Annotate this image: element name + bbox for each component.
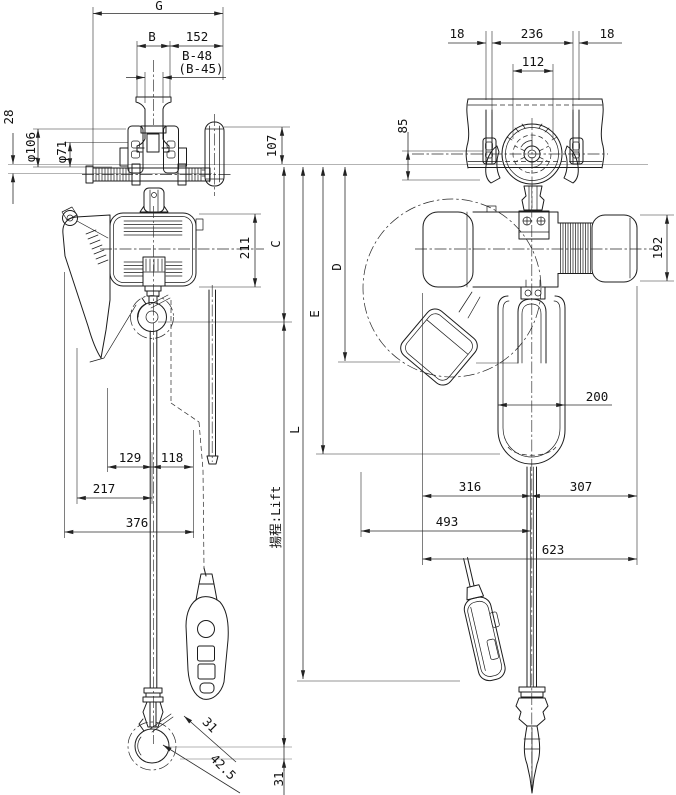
pendant-control-front bbox=[185, 567, 229, 700]
motor-end-cap bbox=[591, 214, 638, 283]
dim-42-5: 42.5 bbox=[207, 751, 239, 783]
dim-28: 28 bbox=[1, 109, 16, 124]
dim-l: L bbox=[287, 426, 302, 434]
load-chain-front bbox=[149, 285, 219, 744]
reference-lines bbox=[8, 164, 648, 760]
dim-112: 112 bbox=[522, 54, 545, 69]
dim-307: 307 bbox=[570, 479, 593, 494]
ibeam-rail-section bbox=[135, 60, 172, 153]
dim-316: 316 bbox=[459, 479, 482, 494]
dim-118: 118 bbox=[161, 450, 184, 465]
load-chain-side bbox=[526, 466, 537, 688]
dim-18-right: 18 bbox=[599, 26, 614, 41]
dim-phi71: φ71 bbox=[54, 141, 69, 164]
pendant-button-top bbox=[197, 620, 215, 638]
dim-d: D bbox=[329, 263, 344, 271]
dim-31-bottom: 31 bbox=[271, 771, 286, 786]
dim-g: G bbox=[155, 0, 163, 13]
side-view bbox=[362, 98, 655, 794]
dim-211: 211 bbox=[237, 237, 252, 260]
brake-cover bbox=[62, 214, 137, 363]
trolley-wheel-side bbox=[412, 118, 608, 208]
dim-c: C bbox=[268, 240, 283, 248]
limit-lever bbox=[61, 206, 109, 239]
dim-200: 200 bbox=[586, 389, 609, 404]
dim-85: 85 bbox=[395, 118, 410, 133]
dim-phi106: φ106 bbox=[23, 132, 38, 162]
dim-107: 107 bbox=[264, 135, 279, 158]
trolley-wheel-edge bbox=[201, 114, 225, 196]
dim-192: 192 bbox=[650, 237, 665, 260]
trolley-side-plates bbox=[482, 109, 584, 184]
dim-e: E bbox=[307, 310, 322, 318]
front-view bbox=[61, 60, 264, 771]
dim-lift: 揚程:Lift bbox=[268, 486, 283, 549]
hoist-body-side bbox=[415, 186, 655, 788]
trolley-front bbox=[82, 114, 232, 213]
motor-fins bbox=[557, 222, 593, 274]
swung-cover-box bbox=[400, 308, 478, 386]
dim-152: 152 bbox=[186, 29, 209, 44]
suspension-side bbox=[518, 185, 550, 240]
suspension-shaft bbox=[82, 163, 232, 186]
dim-376: 376 bbox=[126, 515, 149, 530]
dim-493: 493 bbox=[436, 514, 459, 529]
pendant-button-down bbox=[197, 663, 216, 680]
dim-623: 623 bbox=[542, 542, 565, 557]
hook-raised bbox=[130, 285, 174, 339]
chain-bucket bbox=[497, 279, 566, 465]
dim-129: 129 bbox=[119, 450, 142, 465]
dim-b48: B-48 bbox=[182, 48, 212, 63]
swing-clearance bbox=[362, 198, 542, 386]
pendant-control-side bbox=[463, 557, 506, 682]
suspension-clevis bbox=[139, 187, 169, 213]
dim-18-left: 18 bbox=[449, 26, 464, 41]
dim-217: 217 bbox=[93, 481, 116, 496]
pendant-button-low bbox=[199, 682, 215, 694]
dim-b: B bbox=[148, 29, 156, 44]
pendant-button-up bbox=[197, 645, 215, 662]
dim-b45: (B-45) bbox=[178, 61, 223, 76]
dim-236: 236 bbox=[521, 26, 544, 41]
hoist-body-front bbox=[61, 206, 264, 363]
hook-lowered-front bbox=[127, 687, 177, 771]
hook-lowered-side bbox=[515, 686, 549, 794]
